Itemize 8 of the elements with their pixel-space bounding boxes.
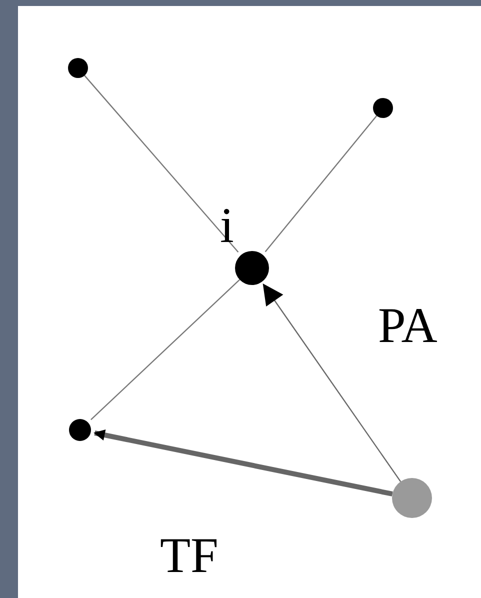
arrow (94, 430, 393, 496)
edge-label: PA (378, 300, 438, 350)
connector-line (90, 279, 240, 420)
node-label: i (220, 200, 234, 250)
connector-line (84, 75, 239, 253)
edge-label: TF (160, 530, 218, 580)
connector-line (264, 115, 378, 252)
arrow (262, 284, 402, 482)
